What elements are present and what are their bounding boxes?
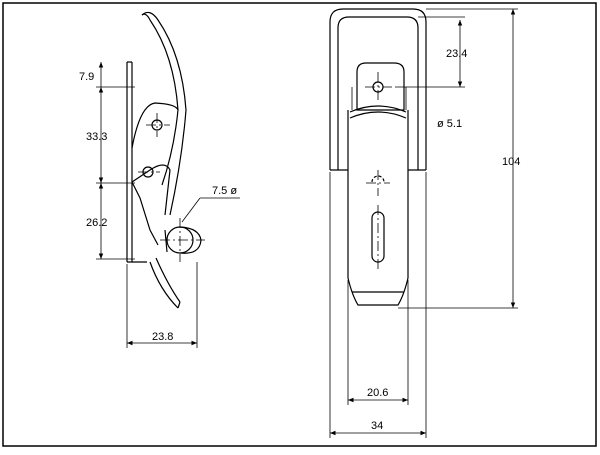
dim-104: 104 [502, 156, 520, 168]
dim-7-5-dia: 7.5 ø [212, 185, 237, 197]
dim-23-4: 23.4 [446, 48, 467, 60]
dim-34: 34 [371, 420, 383, 432]
dim-7-9: 7.9 [79, 71, 94, 83]
side-view: 7.9 33.3 26.2 7.5 ø 23.8 [79, 11, 240, 348]
front-view: 23.4 ø 5.1 104 20.6 34 [329, 8, 520, 438]
dim-23-8: 23.8 [152, 331, 173, 343]
dim-33-3: 33.3 [86, 131, 107, 143]
dim-20-6: 20.6 [367, 387, 388, 399]
drawing-border [2, 2, 597, 447]
dim-5-1-dia: ø 5.1 [437, 118, 462, 130]
dim-26-2: 26.2 [86, 217, 107, 229]
